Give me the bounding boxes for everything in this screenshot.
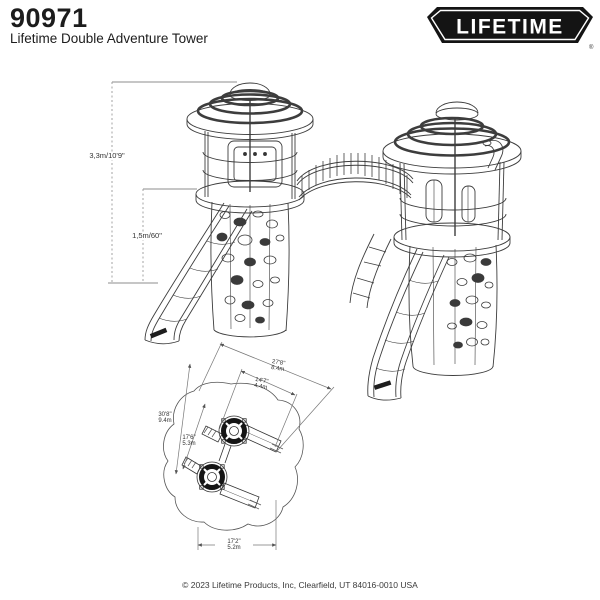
lifetime-logo: LIFETIME ® — [427, 7, 594, 50]
footprint-d17a-ft: 17'6" — [182, 435, 196, 441]
footprint-d30-m: 9.4m — [158, 418, 172, 425]
logo-shield-shape — [427, 7, 593, 43]
bridge-drawing — [296, 153, 414, 309]
side-dimension-lines — [108, 81, 237, 284]
deck-height-label: 1,5m/60" — [118, 231, 176, 241]
footprint-upper-tower — [201, 415, 284, 454]
copyright-notice: © 2023 Lifetime Products, Inc, Clearfiel… — [182, 580, 418, 590]
footprint-drawing — [163, 381, 304, 531]
product-name: Lifetime Double Adventure Tower — [10, 31, 208, 46]
logo-wordmark: LIFETIME — [456, 16, 564, 39]
registered-trademark-symbol: ® — [589, 44, 594, 50]
footprint-d30-ft: 30'8" — [158, 412, 172, 418]
footprint-length-label: 30'8" 9.4m — [146, 412, 184, 425]
footprint-inner-length-label: 17'6" 5.3m — [170, 435, 208, 448]
footprint-bottom-width-label: 17'2" 5.2m — [215, 539, 253, 552]
footprint-d17b-ft: 17'2" — [227, 539, 241, 545]
model-number: 90971 — [10, 3, 88, 33]
footprint-dimension-lines — [174, 341, 335, 550]
left-tower-drawing — [144, 82, 314, 345]
footprint-lower-tower — [181, 456, 262, 510]
right-tower-drawing — [367, 101, 522, 401]
overall-height-label: 3,3m/10'9" — [74, 151, 140, 161]
footprint-d17b-m: 5.2m — [227, 545, 241, 552]
footprint-d17a-m: 5.3m — [182, 441, 196, 448]
